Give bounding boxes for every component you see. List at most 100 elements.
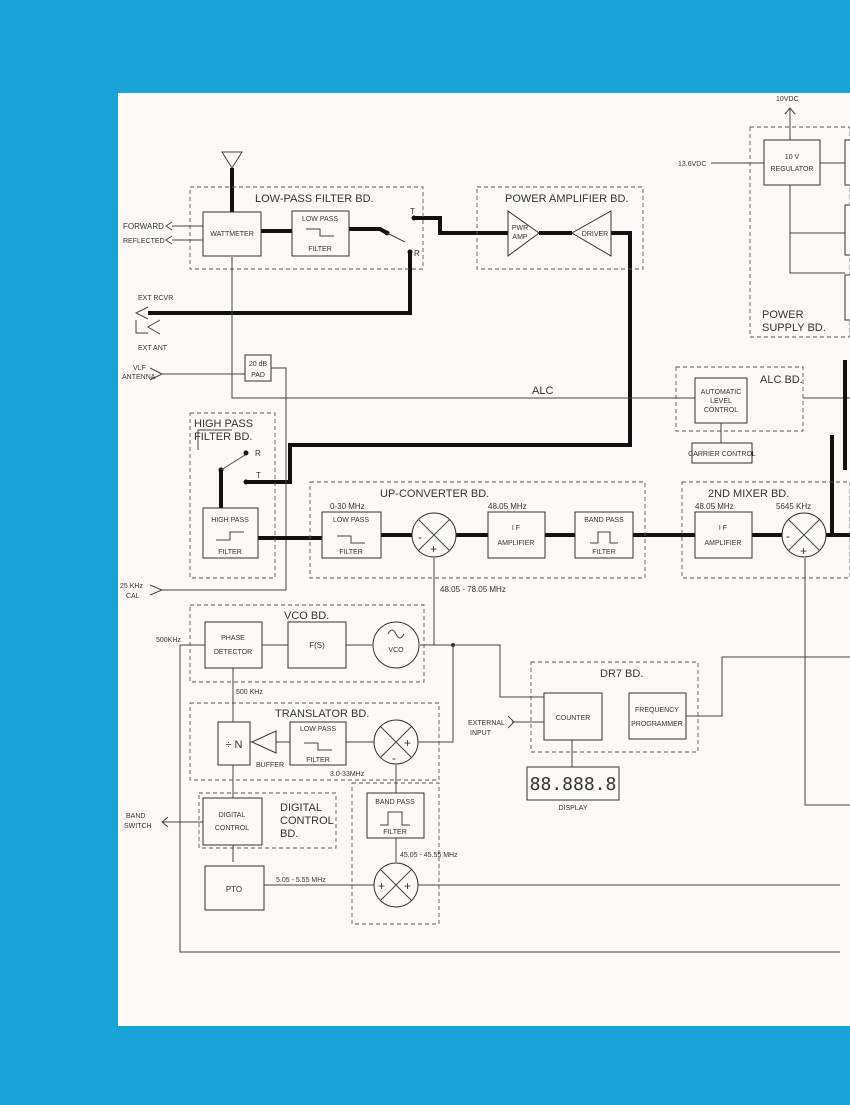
vco-board xyxy=(189,604,425,683)
freq-0-30-label: 0-30 MHz xyxy=(330,502,365,511)
switch-arm-lower xyxy=(220,454,246,471)
display-block xyxy=(526,766,620,801)
vco-junction-dot xyxy=(451,643,455,647)
rf-line-2 xyxy=(349,227,388,235)
dc-label-1: DIGITAL xyxy=(219,812,246,819)
ps-edge-block-3 xyxy=(844,274,850,321)
ten-vdc-arrow-icon xyxy=(784,107,796,115)
translator-mixer-icon xyxy=(379,725,413,759)
ext-ant-connector-icon xyxy=(135,319,161,335)
vco-circle xyxy=(372,621,420,669)
band-label-2: SWITCH xyxy=(124,823,152,830)
bpf-label-1: BAND PASS xyxy=(584,517,624,524)
vlf-connector-icon xyxy=(149,367,164,381)
fs-label: F(S) xyxy=(309,641,325,650)
display-label: DISPLAY xyxy=(558,805,587,812)
tr-bandpass-symbol-icon xyxy=(380,811,410,826)
alc-line-label: ALC xyxy=(532,385,553,397)
vco-board-title: VCO BD. xyxy=(284,610,329,622)
tr-lowpass-symbol-icon xyxy=(304,742,332,751)
if-amp-label-2: AMPLIFIER xyxy=(498,540,535,547)
tr-lpf-label-1: LOW PASS xyxy=(300,726,336,733)
driver-label: DRIVER xyxy=(582,231,608,238)
rx-line xyxy=(148,252,412,315)
vlf-label-1: VLF xyxy=(133,365,146,372)
regulator-block xyxy=(763,139,821,186)
display-digits: 88.888.8 xyxy=(530,774,617,795)
uc-board-title: UP-CONVERTER BD. xyxy=(380,488,489,500)
if2-amplifier-block xyxy=(694,511,753,559)
vco-to-counter xyxy=(420,644,544,698)
lpf-board-title: LOW-PASS FILTER BD. xyxy=(255,193,374,205)
tx-line-1 xyxy=(414,216,508,235)
dc-label-2: CONTROL xyxy=(215,825,249,832)
buffer-triangle xyxy=(250,730,277,754)
translator-lower-board xyxy=(351,782,440,925)
up-converter-board xyxy=(309,481,646,579)
divider-label: ÷ N xyxy=(225,739,242,751)
r-contact-lower xyxy=(243,450,249,456)
ten-vdc-label: 10VDC xyxy=(776,96,799,103)
sine-wave-icon xyxy=(387,629,405,639)
digital-control-block xyxy=(202,797,263,846)
alc-label-2: LEVEL xyxy=(710,398,732,405)
outer-loop-line xyxy=(179,645,840,953)
vco-to-translator xyxy=(418,645,454,743)
programmer-line xyxy=(686,656,850,717)
counter-block xyxy=(543,692,603,741)
cal-line xyxy=(162,367,287,591)
fs-block xyxy=(287,621,347,669)
r-label-upper: R xyxy=(414,249,420,258)
phase-label-2: DETECTOR xyxy=(214,649,252,656)
t-label-lower: T xyxy=(256,471,261,480)
hpf-label-1: HIGH PASS xyxy=(211,517,249,524)
t-contact-lower xyxy=(243,479,249,485)
band-pass-filter-block xyxy=(574,511,634,559)
wiring xyxy=(148,108,850,953)
r-label-lower: R xyxy=(255,449,261,458)
divider-block xyxy=(217,721,251,766)
cal-label-1: 25 KHz xyxy=(120,583,143,590)
t-label-upper: T xyxy=(410,207,415,216)
freq-3-33-label: 3.0-33MHz xyxy=(330,771,365,778)
dr7-board xyxy=(530,661,699,753)
reflected-label: REFLECTED xyxy=(123,238,165,245)
pto-mixer-plus-right: + xyxy=(404,879,411,893)
uc-lpf-label-2: FILTER xyxy=(339,549,363,556)
uc-mixer-minus: - xyxy=(418,530,422,544)
pad-block xyxy=(244,354,272,382)
second-mixer-board xyxy=(681,481,850,579)
carrier-control-block xyxy=(691,442,753,464)
blocks: WATTMETER LOW PASS FILTER T R PWR AMP DR… xyxy=(120,96,850,911)
pwr-amp-label-1: PWR xyxy=(512,225,528,232)
reflected-arrow-icon xyxy=(165,235,173,245)
wattmeter-label: WATTMETER xyxy=(210,231,254,238)
carrier-control-label: CARRIER CONTROL xyxy=(688,451,756,458)
freq-5-55-label: 5.05 - 5.55 MHz xyxy=(276,877,326,884)
translator-board xyxy=(189,702,440,781)
vco-label: VCO xyxy=(388,647,404,654)
uc-mixer-plus: + xyxy=(430,542,437,556)
if-amplifier-block xyxy=(487,511,546,559)
freq-48-05-label: 48.05 MHz xyxy=(488,502,527,511)
ps-board-title-1: POWER xyxy=(762,309,804,321)
power-supply-board xyxy=(749,126,850,338)
thirteen-vdc-label: 13.6VDC xyxy=(678,161,706,168)
dc-board-title-3: BD. xyxy=(280,828,298,840)
digital-control-board xyxy=(198,792,337,849)
alc-board-title: ALC BD. xyxy=(760,374,803,386)
pto-block xyxy=(204,865,265,911)
power-amp-triangle xyxy=(507,210,540,257)
uc-low-pass-block xyxy=(321,511,382,559)
lpf-label-2: FILTER xyxy=(308,246,332,253)
pto-mixer-plus-left: + xyxy=(378,879,385,893)
vlf-label-2: ANTENNA xyxy=(122,374,156,381)
ps-board-title-2: SUPPLY BD. xyxy=(762,322,826,334)
if-amp-label-1: I F xyxy=(512,525,520,532)
antenna-icon xyxy=(221,151,243,169)
ext-rcvr-label: EXT RCVR xyxy=(138,295,173,302)
tr-mixer-minus: - xyxy=(392,751,396,765)
uc-lpf-label-1: LOW PASS xyxy=(333,517,369,524)
ps-out-line xyxy=(789,185,845,274)
